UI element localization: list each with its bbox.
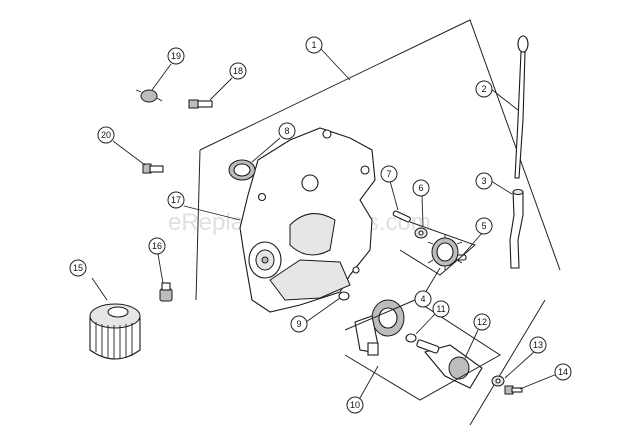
svg-text:7: 7 <box>386 169 391 179</box>
governor-gear-icon <box>354 299 405 356</box>
washer-icon <box>414 227 428 239</box>
sub-assembly-frame <box>399 221 476 276</box>
svg-text:1: 1 <box>311 40 316 50</box>
callout-19: 19 <box>167 47 185 65</box>
callout-8: 8 <box>278 122 296 140</box>
o-ring-icon <box>405 333 417 343</box>
bolt-icon <box>188 99 213 109</box>
callout-5: 5 <box>475 217 493 235</box>
svg-text:2: 2 <box>481 84 486 94</box>
svg-text:18: 18 <box>233 66 243 76</box>
callout-14: 14 <box>554 363 572 381</box>
callout-9: 9 <box>290 315 308 333</box>
svg-text:12: 12 <box>477 317 487 327</box>
svg-text:15: 15 <box>73 263 83 273</box>
oil-filter-icon <box>89 303 141 360</box>
dipstick-tube-icon <box>509 189 524 269</box>
callout-17: 17 <box>167 191 185 209</box>
callout-15: 15 <box>69 259 87 277</box>
svg-text:17: 17 <box>171 195 181 205</box>
gear-cover-icon <box>239 127 376 313</box>
svg-text:5: 5 <box>481 221 486 231</box>
plug-icon <box>159 282 173 302</box>
callout-7: 7 <box>380 165 398 183</box>
svg-text:10: 10 <box>350 400 360 410</box>
callout-20: 20 <box>97 126 115 144</box>
leader-lines <box>91 47 558 399</box>
callout-12: 12 <box>473 313 491 331</box>
svg-text:4: 4 <box>420 294 425 304</box>
svg-text:3: 3 <box>481 176 486 186</box>
callout-10: 10 <box>346 396 364 414</box>
svg-text:9: 9 <box>296 319 301 329</box>
svg-text:16: 16 <box>152 241 162 251</box>
svg-text:19: 19 <box>171 51 181 61</box>
svg-text:14: 14 <box>558 367 568 377</box>
svg-text:20: 20 <box>101 130 111 140</box>
callout-3: 3 <box>475 172 493 190</box>
svg-text:11: 11 <box>436 304 445 314</box>
callout-13: 13 <box>529 336 547 354</box>
bolt-icon <box>142 163 164 174</box>
washer-icon <box>491 375 505 387</box>
svg-text:8: 8 <box>284 126 289 136</box>
shaft-pin-icon <box>392 210 411 223</box>
svg-text:13: 13 <box>533 340 543 350</box>
switch-icon <box>135 89 163 103</box>
svg-text:6: 6 <box>418 183 423 193</box>
o-ring-icon <box>338 291 350 301</box>
callout-16: 16 <box>148 237 166 255</box>
oil-seal-icon <box>228 159 256 181</box>
oil-pump-icon <box>416 339 483 389</box>
callout-2: 2 <box>475 80 493 98</box>
callout-1: 1 <box>305 36 323 54</box>
callout-6: 6 <box>412 179 430 197</box>
assembly-frame <box>195 19 561 426</box>
sub-assembly-frame <box>344 299 501 401</box>
callout-4: 4 <box>414 290 432 308</box>
dipstick-icon <box>514 35 529 179</box>
gear-assembly-icon <box>427 234 463 270</box>
callout-18: 18 <box>229 62 247 80</box>
callout-11: 11 <box>432 300 450 318</box>
screw-icon <box>504 385 523 395</box>
